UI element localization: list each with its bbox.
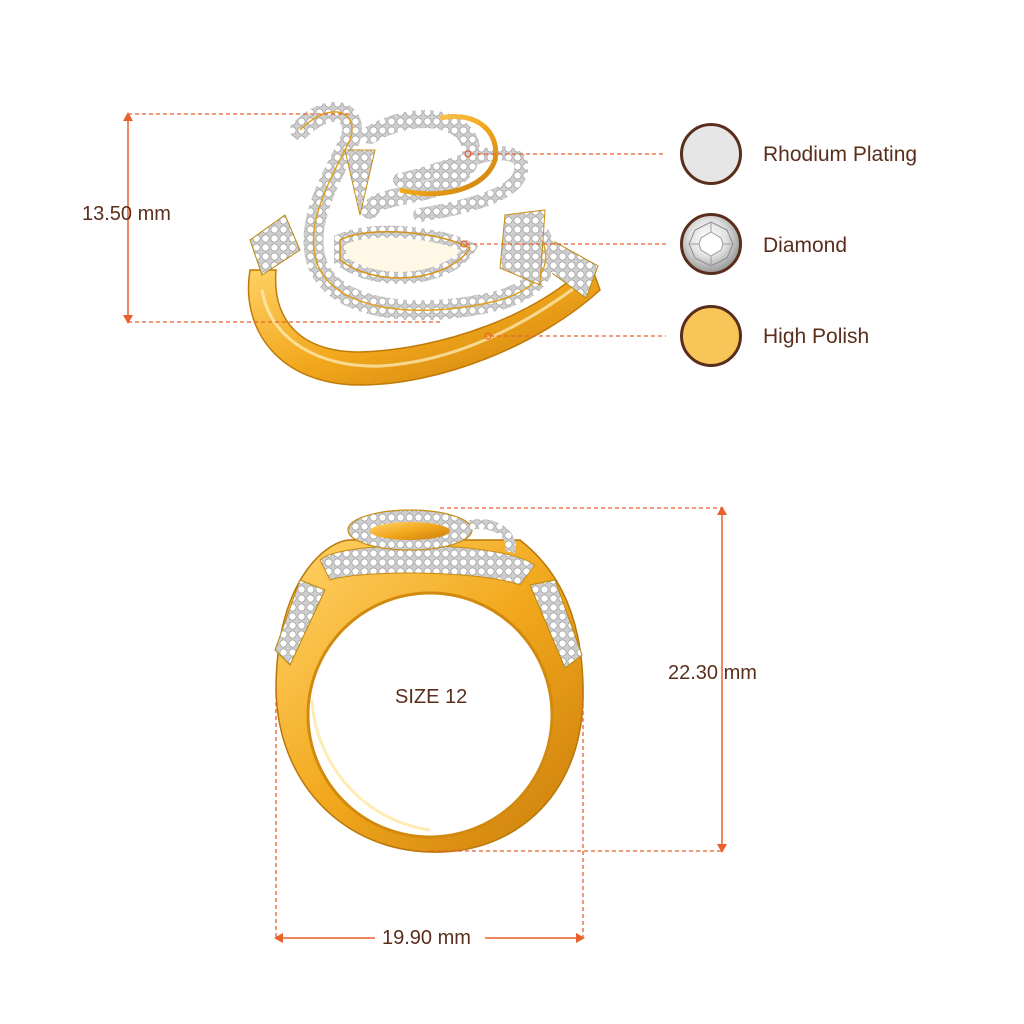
size-label: SIZE 12 bbox=[395, 686, 468, 708]
gold-swatch bbox=[680, 305, 742, 367]
legend-label-high-polish: High Polish bbox=[763, 325, 870, 348]
front-height-dimension bbox=[430, 506, 727, 853]
legend-label-rhodium: Rhodium Plating bbox=[763, 143, 918, 166]
front-width-dimension bbox=[274, 688, 585, 943]
front-height-label: 22.30 mm bbox=[668, 662, 757, 684]
legend-leaders bbox=[460, 150, 666, 340]
diamond-swatch bbox=[680, 213, 742, 275]
top-view-ring bbox=[247, 102, 601, 386]
front-width-label: 19.90 mm bbox=[382, 927, 471, 949]
legend-label-diamond: Diamond bbox=[763, 234, 848, 257]
top-height-dimension bbox=[123, 112, 440, 324]
rhodium-swatch bbox=[680, 123, 742, 185]
top-height-label: 13.50 mm bbox=[82, 203, 171, 225]
front-view-ring bbox=[274, 509, 584, 853]
diamond-icon bbox=[688, 221, 734, 267]
